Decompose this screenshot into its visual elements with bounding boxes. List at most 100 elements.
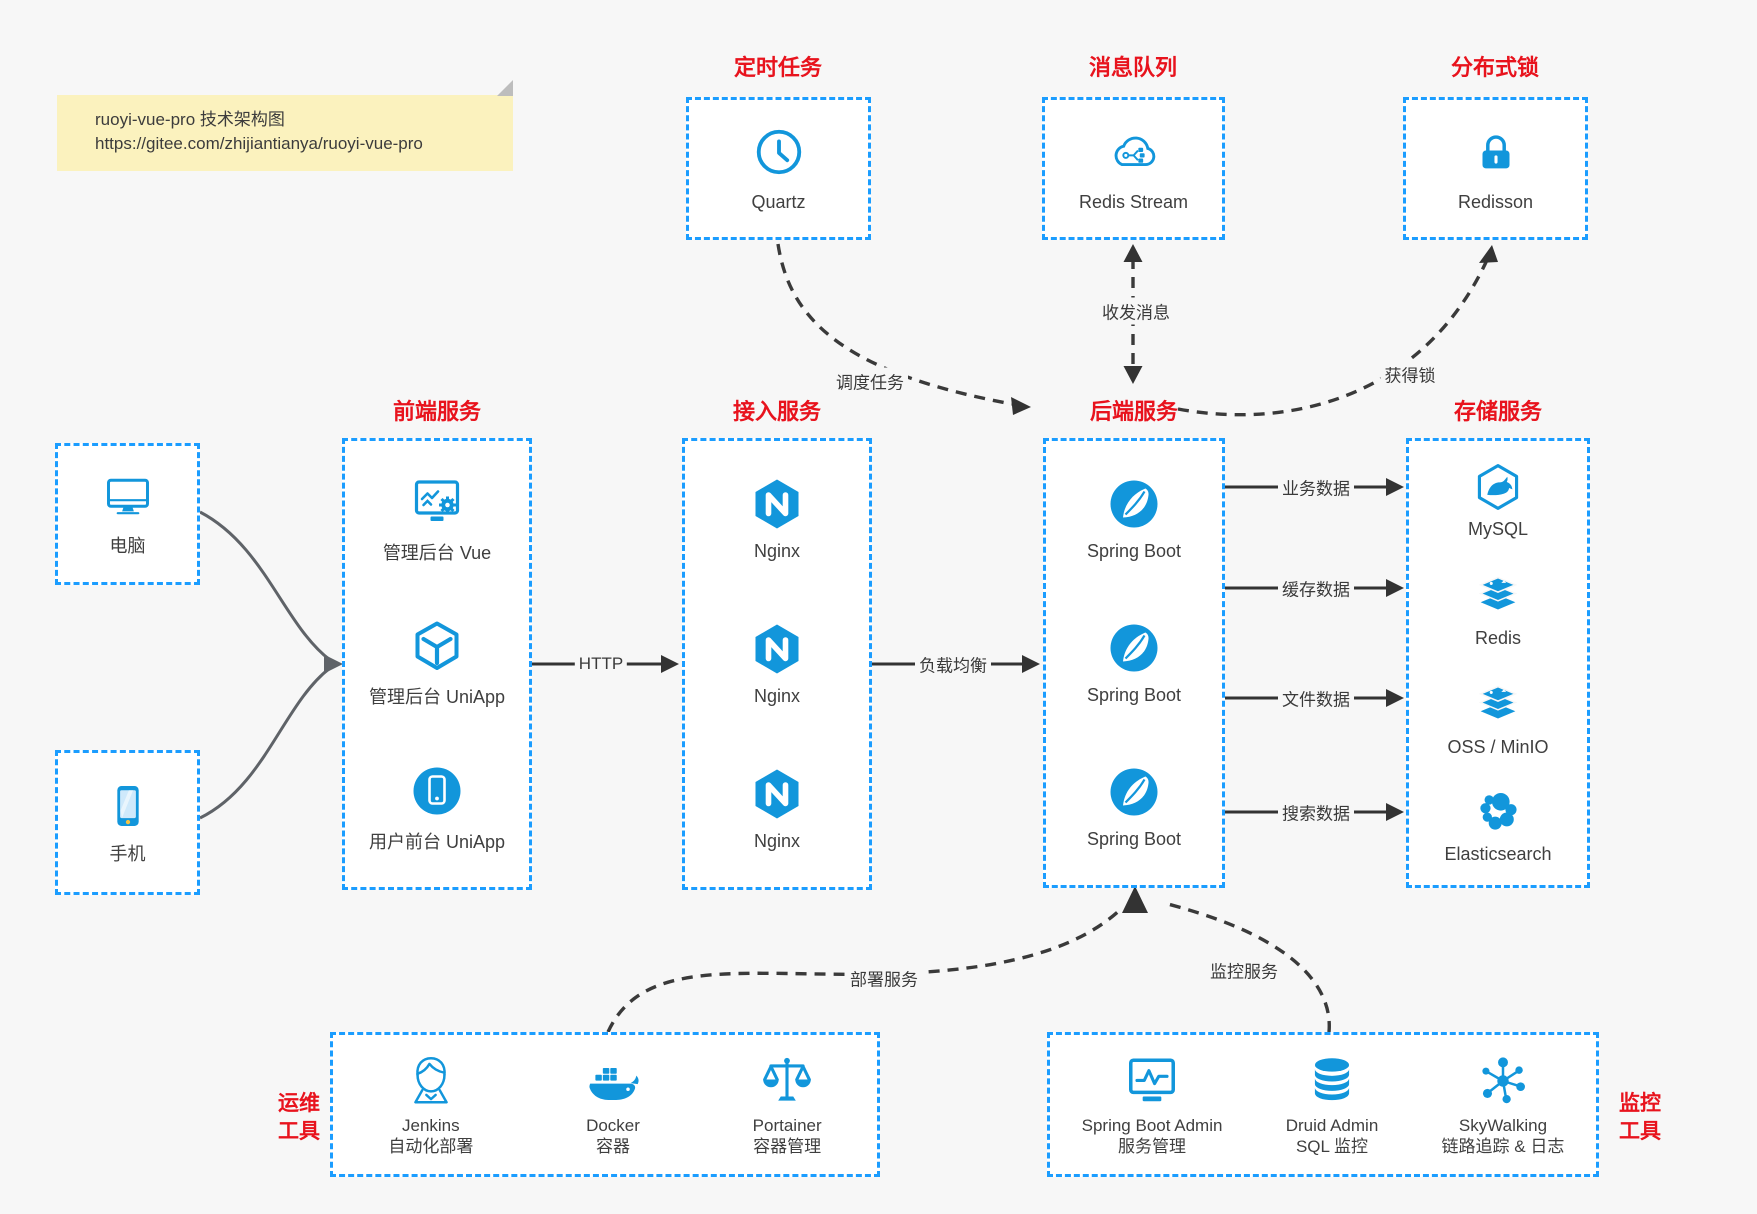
redisson-box: Redisson — [1403, 97, 1588, 240]
node-sublabel: 链路追踪 & 日志 — [1441, 1137, 1565, 1156]
node-label: 管理后台 Vue — [382, 542, 492, 563]
quartz-box: Quartz — [686, 97, 871, 240]
monitor-side-label-line2: 工具 — [1619, 1120, 1661, 1143]
group-title-frontend: 前端服务 — [392, 399, 482, 424]
scale-icon — [758, 1052, 816, 1110]
topology-icon — [1474, 1052, 1532, 1110]
edge-label-search-data: 搜索数据 — [1278, 798, 1354, 826]
node-elasticsearch: Elasticsearch — [1444, 786, 1552, 865]
edge-label-schedule: 调度任务 — [832, 367, 908, 395]
node-sublabel: 自动化部署 — [388, 1137, 474, 1156]
node-label: Elasticsearch — [1444, 844, 1552, 864]
node-label: Druid Admin — [1285, 1116, 1379, 1135]
node-label: Nginx — [753, 685, 801, 706]
node-springboot-1: Spring Boot — [1087, 476, 1181, 562]
monitor-side-label-line1: 监控 — [1619, 1092, 1661, 1115]
edge-label-lock: 获得锁 — [1380, 360, 1440, 388]
lock-icon — [1469, 125, 1523, 179]
cloud-stream-icon — [1107, 125, 1161, 179]
client-phone-box: 手机 — [55, 750, 200, 895]
uniapp-cube-icon — [409, 618, 465, 674]
client-pc-box: 电脑 — [55, 443, 200, 585]
database-icon — [1303, 1052, 1361, 1110]
node-skywalking: SkyWalking 链路追踪 & 日志 — [1441, 1052, 1565, 1157]
storage-stack-icon — [1471, 677, 1525, 731]
client-phone-label: 手机 — [109, 843, 146, 864]
spring-boot-icon — [1106, 764, 1162, 820]
node-portainer: Portainer 容器管理 — [753, 1052, 822, 1157]
group-title-storage: 存储服务 — [1453, 399, 1543, 424]
node-springboot-2: Spring Boot — [1087, 620, 1181, 706]
group-title-gateway: 接入服务 — [732, 399, 822, 424]
node-nginx-2: Nginx — [749, 621, 805, 707]
docker-icon — [584, 1052, 642, 1110]
node-label: Docker — [586, 1116, 640, 1135]
node-label: Spring Boot Admin — [1081, 1116, 1223, 1135]
node-label: 用户前台 UniApp — [368, 832, 506, 853]
node-label: Spring Boot — [1086, 685, 1182, 705]
redis-stream-label: Redis Stream — [1078, 191, 1189, 212]
node-jenkins: Jenkins 自动化部署 — [388, 1052, 473, 1157]
node-user-uniapp: 用户前台 UniApp — [369, 763, 505, 854]
redis-stream-box: Redis Stream — [1042, 97, 1225, 240]
frontend-box: 管理后台 Vue 管理后台 UniApp 用户前台 UniApp — [342, 438, 532, 890]
node-nginx-1: Nginx — [749, 476, 805, 562]
edge-label-message: 收发消息 — [1098, 297, 1174, 325]
group-title-message-queue: 消息队列 — [1088, 55, 1178, 80]
edge-label-load-balance: 负载均衡 — [915, 650, 991, 678]
gateway-box: Nginx Nginx Nginx — [682, 438, 872, 890]
edge-label-monitor: 监控服务 — [1206, 956, 1282, 984]
node-springboot-3: Spring Boot — [1087, 764, 1181, 850]
ops-side-label: 运维 工具 — [278, 1090, 320, 1146]
desktop-icon — [102, 470, 154, 522]
group-title-distributed-lock: 分布式锁 — [1450, 55, 1540, 80]
node-nginx-3: Nginx — [749, 766, 805, 852]
spring-boot-icon — [1106, 476, 1162, 532]
group-title-backend: 后端服务 — [1089, 399, 1179, 424]
node-oss-minio: OSS / MinIO — [1447, 677, 1549, 758]
admin-vue-icon — [409, 474, 465, 530]
nginx-icon — [749, 476, 805, 532]
redis-stack-icon — [1471, 568, 1525, 622]
node-sublabel: 容器管理 — [753, 1137, 822, 1156]
spring-boot-icon — [1106, 620, 1162, 676]
node-label: Portainer — [752, 1116, 822, 1135]
node-admin-vue: 管理后台 Vue — [383, 474, 491, 565]
nginx-icon — [749, 766, 805, 822]
sticky-note: ruoyi-vue-pro 技术架构图 https://gitee.com/zh… — [57, 80, 513, 171]
client-pc-label: 电脑 — [109, 536, 146, 556]
node-docker: Docker 容器 — [584, 1052, 642, 1157]
node-label: Nginx — [753, 830, 801, 851]
monitor-side-label: 监控 工具 — [1619, 1090, 1661, 1146]
edge-label-deploy: 部署服务 — [846, 964, 922, 992]
node-sublabel: SQL 监控 — [1295, 1137, 1369, 1156]
quartz-label: Quartz — [751, 191, 806, 212]
jenkins-icon — [402, 1052, 460, 1110]
elasticsearch-icon — [1472, 786, 1524, 838]
node-label: Jenkins — [402, 1116, 460, 1135]
node-label: Redis — [1474, 628, 1522, 648]
redisson-label: Redisson — [1457, 191, 1534, 212]
node-springboot-admin: Spring Boot Admin 服务管理 — [1081, 1052, 1223, 1157]
node-label: 管理后台 UniApp — [368, 687, 506, 708]
note-url: https://gitee.com/zhijiantianya/ruoyi-vu… — [95, 134, 423, 153]
node-label: OSS / MinIO — [1447, 737, 1549, 757]
user-app-icon — [409, 763, 465, 819]
ops-side-label-line1: 运维 — [278, 1092, 320, 1115]
ops-side-label-line2: 工具 — [278, 1120, 320, 1143]
node-label: Spring Boot — [1086, 829, 1182, 849]
node-label: Nginx — [753, 541, 801, 562]
edge-label-file-data: 文件数据 — [1278, 684, 1354, 712]
node-label: Spring Boot — [1086, 541, 1182, 561]
edge-label-cache-data: 缓存数据 — [1278, 574, 1354, 602]
clock-icon — [752, 125, 806, 179]
node-redis: Redis — [1471, 568, 1525, 649]
node-sublabel: 容器 — [595, 1137, 630, 1156]
node-admin-uniapp: 管理后台 UniApp — [369, 618, 505, 709]
monitor-pulse-icon — [1123, 1052, 1181, 1110]
edge-label-http: HTTP — [574, 653, 628, 675]
node-mysql: MySQL — [1468, 461, 1528, 540]
nginx-icon — [749, 621, 805, 677]
ops-tools-box: Jenkins 自动化部署 Docker 容器 Portainer 容器管理 — [330, 1032, 880, 1177]
